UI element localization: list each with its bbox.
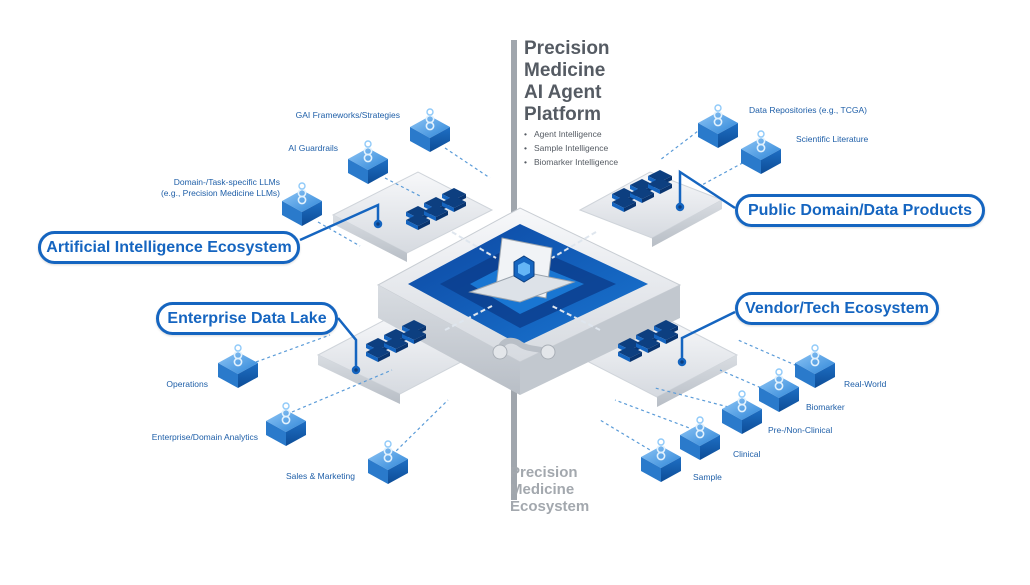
gai-frameworks-label: GAI Frameworks/Strategies bbox=[295, 110, 400, 120]
capability-item: Biomarker Intelligence bbox=[524, 155, 618, 169]
operations-label: Operations bbox=[166, 379, 208, 389]
platform-title-line: AI Agent bbox=[524, 82, 602, 103]
clinical-label: Clinical bbox=[733, 449, 761, 459]
platform-title-line: Medicine bbox=[524, 60, 606, 81]
vendor-tech-callout: Vendor/Tech Ecosystem bbox=[735, 292, 939, 325]
domain-llms-label: Domain-/Task-specific LLMs bbox=[173, 177, 280, 187]
capability-item: Sample Intelligence bbox=[524, 141, 618, 155]
domain-llms-sublabel: (e.g., Precision Medicine LLMs) bbox=[160, 188, 280, 198]
pre-non-clinical-label: Pre-/Non-Clinical bbox=[768, 425, 833, 435]
main-platform bbox=[376, 207, 682, 395]
callout-connectors bbox=[299, 169, 736, 375]
sales-marketing-label: Sales & Marketing bbox=[286, 471, 355, 481]
ecosystem-title: Precision Medicine Ecosystem bbox=[510, 464, 589, 515]
source-links bbox=[255, 127, 803, 457]
ai-ecosystem-callout: Artificial Intelligence Ecosystem bbox=[38, 231, 300, 264]
platform-title-line: Precision bbox=[524, 38, 610, 59]
ecosystem-title-line: Medicine bbox=[510, 481, 575, 498]
real-world-label: Real-World bbox=[844, 379, 887, 389]
sample-label: Sample bbox=[693, 472, 722, 482]
enterprise-data-lake-callout: Enterprise Data Lake bbox=[156, 302, 338, 335]
ai-guardrails-label: AI Guardrails bbox=[288, 143, 338, 153]
data-repositories-label: Data Repositories (e.g., TCGA) bbox=[749, 105, 867, 115]
public-domain-callout: Public Domain/Data Products bbox=[735, 194, 985, 227]
enterprise-analytics-label: Enterprise/Domain Analytics bbox=[151, 432, 258, 442]
scientific-literature-label: Scientific Literature bbox=[796, 134, 869, 144]
platform-capabilities: Agent Intelligence Sample Intelligence B… bbox=[522, 127, 618, 169]
ecosystem-title-line: Precision bbox=[510, 464, 578, 481]
platform-title: Precision Medicine AI Agent Platform bbox=[524, 38, 610, 126]
biomarker-label: Biomarker bbox=[806, 402, 845, 412]
capability-item: Agent Intelligence bbox=[524, 127, 618, 141]
ecosystem-title-line: Ecosystem bbox=[510, 498, 590, 515]
platform-title-line: Platform bbox=[524, 104, 602, 125]
